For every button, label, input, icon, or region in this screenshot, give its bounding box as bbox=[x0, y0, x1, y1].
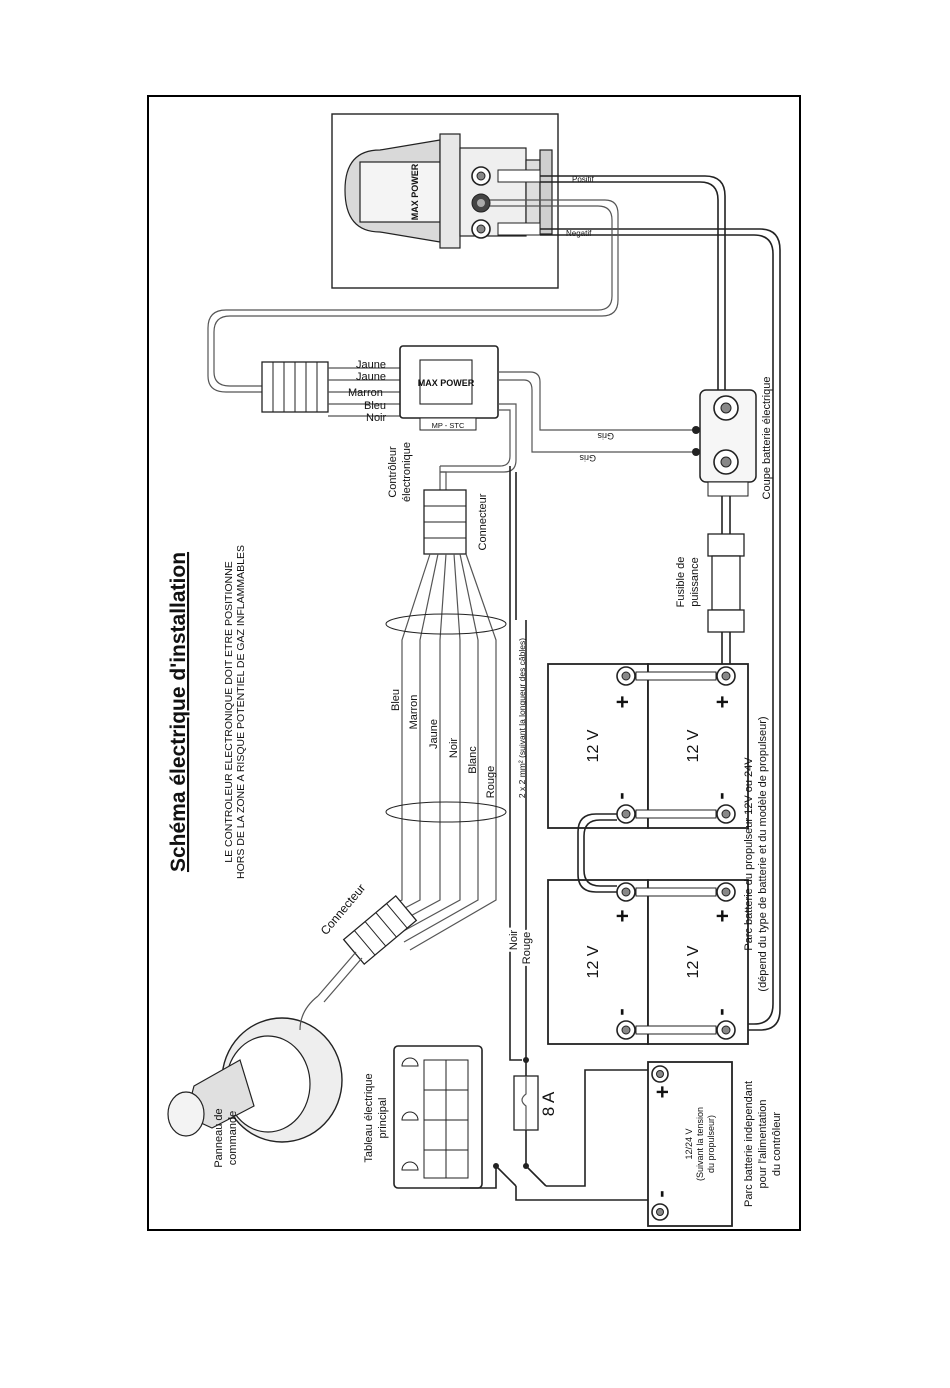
controller-label-1: Contrôleur bbox=[387, 446, 399, 498]
coupe-batterie-label: Coupe batterie électrique bbox=[761, 377, 773, 500]
ctrl-wire-label-2: Jaune bbox=[356, 371, 386, 383]
cable-wire-marron: Marron bbox=[408, 695, 420, 730]
parc-label-1: Parc batterie du propulseur 12V ou 24V bbox=[743, 757, 755, 951]
bat-d-voltage: 12 V bbox=[685, 945, 702, 978]
gris-wires bbox=[440, 371, 696, 473]
bat-a-plus: + bbox=[610, 696, 635, 709]
noir-label: Noir bbox=[508, 930, 520, 951]
warning-line-2: HORS DE LA ZONE A RISQUE POTENTIEL DE GA… bbox=[235, 545, 247, 879]
bat-d-minus: - bbox=[708, 1008, 733, 1015]
thruster-motor: MAX POWER Positif Negatif bbox=[331, 113, 595, 289]
gris-label-1: Gris bbox=[597, 431, 614, 441]
ctrl-wire-label-4: Bleu bbox=[364, 400, 386, 412]
warning-line-1: LE CONTROLEUR ELECTRONIQUE DOIT ETRE POS… bbox=[223, 561, 235, 862]
cable-wire-blanc: Blanc bbox=[467, 746, 479, 774]
controller-connector-bottom bbox=[423, 466, 467, 555]
controller-connector-top bbox=[261, 361, 400, 417]
parc-label-2: (dépend du type de batterie et du modèle… bbox=[757, 716, 769, 991]
control-switches bbox=[460, 1069, 652, 1201]
rouge-label: Rouge bbox=[521, 932, 533, 964]
thruster-negatif-label: Negatif bbox=[566, 229, 592, 238]
thruster-logo: MAX POWER bbox=[410, 163, 420, 220]
controller-connector-label: Connecteur bbox=[477, 493, 489, 550]
bat-c-voltage: 12 V bbox=[585, 945, 602, 978]
ctrl-bat-label-2: pour l'alimentation bbox=[757, 1100, 769, 1189]
ctrl-bat-minus: - bbox=[648, 1190, 673, 1197]
bat-b-minus: - bbox=[708, 792, 733, 799]
fuse-rating-label: 8 A bbox=[539, 1091, 558, 1116]
gris-label-2: Gris bbox=[579, 453, 596, 463]
thruster-battery-bank bbox=[547, 663, 749, 1045]
ctrl-bat-plus: + bbox=[650, 1086, 675, 1099]
bat-c-plus: + bbox=[610, 910, 635, 923]
power-fuse bbox=[707, 496, 745, 676]
bat-a-minus: - bbox=[608, 792, 633, 799]
tableau-label-1: Tableau électrique bbox=[363, 1073, 375, 1162]
electronic-controller: MAX POWER MP - STC bbox=[399, 345, 499, 431]
ctrl-bat-sub-2: du propulseur) bbox=[706, 1115, 716, 1173]
control-power-wires bbox=[509, 466, 527, 1061]
cable-wire-noir: Noir bbox=[448, 738, 460, 759]
control-fuse-8a bbox=[513, 1057, 539, 1150]
ctrl-wire-label-1: Jaune bbox=[356, 359, 386, 371]
ctrl-wire-label-3: Marron bbox=[348, 387, 383, 399]
cable-wire-bleu: Bleu bbox=[390, 689, 402, 711]
cable-wire-jaune: Jaune bbox=[428, 719, 440, 749]
cable-section-label: 2 x 2 mm² (suivant la longueur des câble… bbox=[517, 638, 527, 798]
bat-a-voltage: 12 V bbox=[585, 729, 602, 762]
bat-b-plus: + bbox=[710, 696, 735, 709]
ctrl-bat-sub-1: (Suivant la tension bbox=[695, 1107, 705, 1181]
ctrl-bat-label-1: Parc batterie independant bbox=[743, 1081, 755, 1207]
cable-bundle bbox=[379, 553, 507, 951]
bat-d-plus: + bbox=[710, 910, 735, 923]
ctrl-wire-label-5: Noir bbox=[366, 412, 387, 424]
thruster-power-cables bbox=[207, 175, 781, 1031]
controller-model: MP - STC bbox=[432, 421, 465, 430]
controller-logo: MAX POWER bbox=[418, 378, 475, 388]
tableau-label-2: principal bbox=[377, 1098, 389, 1139]
page-title: Schéma électrique d'installation bbox=[167, 552, 190, 872]
bat-c-minus: - bbox=[608, 1008, 633, 1015]
battery-switch bbox=[692, 389, 757, 497]
bat-b-voltage: 12 V bbox=[685, 729, 702, 762]
fusible-label-1: Fusible de bbox=[675, 557, 687, 608]
panel-connector bbox=[317, 894, 418, 1003]
panneau-label-2: commande bbox=[227, 1111, 239, 1165]
ctrl-bat-label-3: du contrôleur bbox=[771, 1112, 783, 1177]
panneau-label-1: Panneau de bbox=[213, 1108, 225, 1167]
main-electrical-panel bbox=[393, 1045, 483, 1189]
diagram-frame bbox=[147, 95, 801, 1231]
controller-label-2: électronique bbox=[401, 442, 413, 502]
cable-wire-rouge: Rouge bbox=[485, 766, 497, 798]
fusible-label-2: puissance bbox=[689, 557, 701, 607]
ctrl-bat-voltage: 12/24 V bbox=[684, 1128, 694, 1159]
joystick-control-panel bbox=[167, 995, 343, 1143]
controller-battery bbox=[647, 1061, 733, 1227]
thruster-positif-label: Positif bbox=[572, 175, 595, 184]
